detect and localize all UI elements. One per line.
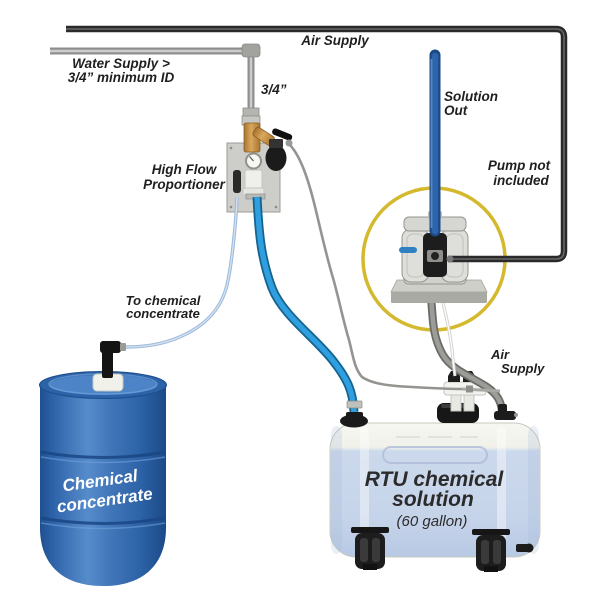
label-solution-out: Solution Out [444,89,498,118]
tank-label-line3: (60 gallon) [397,513,468,530]
svg-text:High Flow: High Flow [152,162,218,177]
hose-clamp [346,400,363,409]
water-supply-pipe [50,43,261,126]
svg-text:Supply: Supply [501,361,545,376]
chemical-suction-tube [125,196,239,349]
tank-hose-flange [340,400,368,428]
label-pipe-size: 3/4” [261,82,287,97]
drum-suction-elbow [92,341,126,392]
svg-text:Out: Out [444,103,468,118]
svg-text:3/4” minimum ID: 3/4” minimum ID [68,70,175,85]
tank-air-elbow [494,404,518,420]
tank-handle-recess [382,446,488,464]
tank-label-line1: RTU chemical [365,468,505,491]
pump-air-inlet [446,255,454,263]
tank-wheel-right [472,529,510,572]
svg-text:concentrate: concentrate [126,306,200,321]
label-air-supply-top: Air Supply [300,33,370,48]
svg-text:Water Supply >: Water Supply > [72,56,170,71]
label-high-flow-proportioner: High Flow Proportioner [143,162,225,192]
assembly-nipple-fitting [466,385,473,393]
svg-text:included: included [493,173,549,188]
rtu-tank: RTU chemical solution (60 gallon) [329,422,541,572]
svg-text:Proportioner: Proportioner [143,177,225,192]
svg-text:Pump not: Pump not [488,158,551,173]
air-supply-pipe [66,25,568,263]
valve-handle [272,128,293,141]
solution-out-pipe [429,49,441,237]
label-pump-not-included: Pump not included [488,158,551,188]
pipe-union-fitting [242,107,260,117]
svg-text:Solution: Solution [444,89,498,104]
tank-label-line2: solution [392,488,474,511]
svg-text:To chemical: To chemical [126,293,201,308]
air-regulator-valve [265,145,287,171]
pump-port-left [399,247,417,253]
tank-drain [516,543,534,553]
pipe-elbow-fitting [241,43,261,58]
braided-air-hose [289,144,501,393]
label-air-supply-bottom: Air Supply [490,347,545,376]
pump-suction-hose [426,296,507,412]
svg-text:Air: Air [490,347,510,362]
label-water-supply: Water Supply > 3/4” minimum ID [68,56,175,85]
label-to-chemical-concentrate: To chemical concentrate [126,293,201,321]
proportioner-body [244,169,263,190]
chemical-inlet-fitting [233,170,241,193]
chemical-drum: Chemical concentrate [39,371,167,586]
tank-wheel-left [351,527,389,570]
rtu-fill-hose [252,196,359,413]
